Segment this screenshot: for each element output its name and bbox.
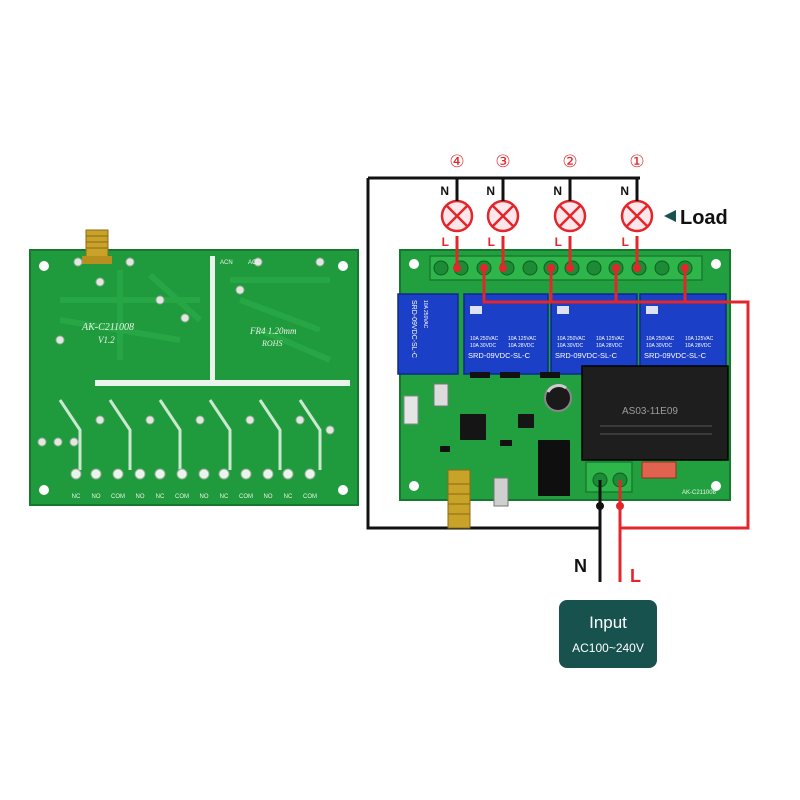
pin-label: NO <box>92 494 101 500</box>
neutral-junction <box>596 502 604 510</box>
relay-logo-icon <box>557 306 569 314</box>
wire-l-label: L <box>630 566 641 586</box>
pcb-back-substrate <box>29 249 359 506</box>
board-back-model: AK-C211008 <box>81 322 134 333</box>
microcontroller-chip <box>460 414 486 440</box>
relay-logo-icon <box>470 306 482 314</box>
load-lamp: ②N L <box>553 152 587 249</box>
antenna-connector-front <box>447 469 471 529</box>
relay-rating: 10A 125VAC <box>508 336 537 342</box>
relay-model: SRD-09VDC-SL-C <box>555 351 618 360</box>
load-number: ③ <box>495 152 510 172</box>
pin-label: NC <box>284 494 293 500</box>
relay-body <box>397 293 459 375</box>
input-range: AC100~240V <box>572 641 644 655</box>
mounting-hole <box>409 259 419 269</box>
relay-rating: 10A 28VDC <box>685 343 712 349</box>
board-back-spec1: FR4 1.20mm <box>249 326 297 336</box>
pin-label: COM <box>175 494 189 500</box>
pin-label: COM <box>303 494 317 500</box>
load-lamp: ④N L <box>440 152 474 249</box>
load-l-label: L <box>488 235 495 249</box>
power-module <box>581 365 729 461</box>
pin-label: NC <box>72 494 81 500</box>
dc-jack <box>538 440 570 496</box>
power-module-label: AS03-11E09 <box>622 406 678 417</box>
pin-label: NC <box>156 494 165 500</box>
fuse <box>641 461 677 479</box>
load-l-label: L <box>622 235 629 249</box>
button-switch <box>433 383 449 407</box>
switch <box>403 395 419 425</box>
mounting-hole <box>711 481 721 491</box>
load-n-label: N <box>486 184 495 198</box>
relay-model: SRD-09VDC-SL-C <box>410 300 417 358</box>
relay-rating: 10A 30VDC <box>557 343 584 349</box>
wire-n-label: N <box>574 556 587 576</box>
board-back-acl: ACL <box>248 260 260 266</box>
relay-model: SRD-09VDC-SL-C <box>644 351 707 360</box>
mini-button <box>493 477 509 507</box>
load-n-label: N <box>553 184 562 198</box>
load-lamp: ①N L <box>620 152 654 249</box>
board-back-version: V1.2 <box>98 335 115 345</box>
load-n-label: N <box>620 184 629 198</box>
live-junction <box>616 502 624 510</box>
relay-logo-icon <box>646 306 658 314</box>
mounting-hole <box>39 261 49 271</box>
input-title: Input <box>589 613 627 632</box>
relay-rating: 10A 250VAC <box>557 336 586 342</box>
mounting-hole <box>338 485 348 495</box>
relay: SRD-09VDC-SL-C 10A 250VAC <box>397 293 459 375</box>
load-l-label: L <box>555 235 562 249</box>
load-lamp: ③N L <box>486 152 520 249</box>
pin-label: NO <box>200 494 209 500</box>
board-back-pin-labels: NC NO COM NO NC COM NO NC COM NO NC COM <box>72 494 317 500</box>
relay-rating: 10A 30VDC <box>470 343 497 349</box>
isolation-slot <box>95 380 350 386</box>
relay-rating: 10A 28VDC <box>596 343 623 349</box>
pin-label: COM <box>111 494 125 500</box>
relay-rating: 10A 125VAC <box>685 336 714 342</box>
load-arrow-icon <box>664 210 676 222</box>
load-label: Load <box>680 207 728 229</box>
board-back-spec2: ROHS <box>261 339 282 348</box>
relay-rating: 10A 30VDC <box>646 343 673 349</box>
load-number: ④ <box>449 152 464 172</box>
relay-rating: 10A 250VAC <box>470 336 499 342</box>
live-wiring <box>455 236 750 582</box>
input-box <box>559 600 657 668</box>
board-back-acn: ACN <box>220 260 233 266</box>
mounting-hole <box>711 259 721 269</box>
pin-label: NO <box>264 494 273 500</box>
relay-rating: 10A 28VDC <box>508 343 535 349</box>
load-l-label: L <box>442 235 449 249</box>
pin-label: COM <box>239 494 253 500</box>
mounting-hole <box>409 481 419 491</box>
load-n-label: N <box>440 184 449 198</box>
isolation-slot <box>210 256 215 382</box>
board-back: AK-C211008 V1.2 FR4 1.20mm ROHS ACN ACL … <box>29 229 359 506</box>
relay-model: SRD-09VDC-SL-C <box>468 351 531 360</box>
mounting-hole <box>39 485 49 495</box>
antenna-nut <box>82 256 112 264</box>
board-front-model: AK-C211008 <box>682 490 717 496</box>
ic-chip <box>518 414 534 428</box>
neutral-wiring <box>366 176 640 582</box>
pin-label: NC <box>220 494 229 500</box>
load-number: ① <box>629 152 644 172</box>
relay-rating: 10A 125VAC <box>596 336 625 342</box>
pin-label: NO <box>136 494 145 500</box>
relay-rating: 10A 250VAC <box>646 336 675 342</box>
load-number: ② <box>562 152 577 172</box>
mounting-hole <box>338 261 348 271</box>
relay-rating: 10A 250VAC <box>422 300 428 329</box>
